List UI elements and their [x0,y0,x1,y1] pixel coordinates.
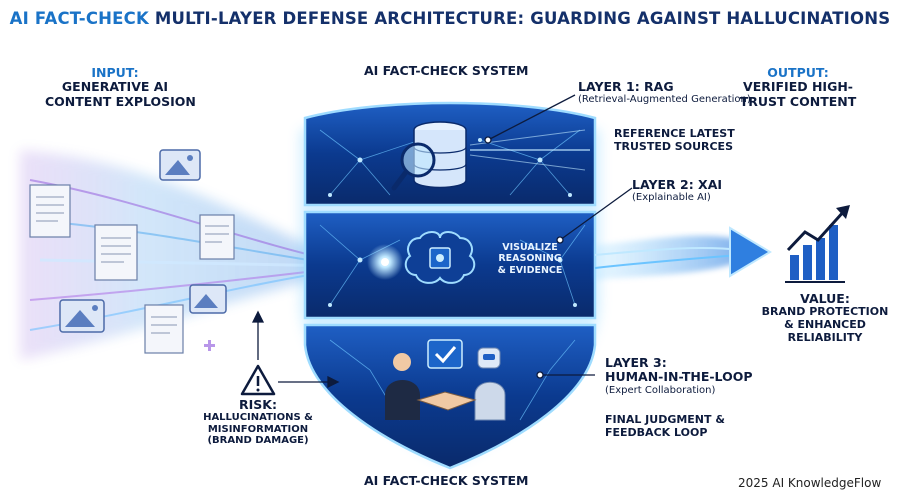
risk-line1: RISK: [239,397,277,412]
layer2-inner-line2: REASONING [498,253,562,265]
page-title-rest: MULTI-LAYER DEFENSE ARCHITECTURE: GUARDI… [148,9,891,28]
layer2-inner-text: VISUALIZE REASONING & EVIDENCE [490,242,570,276]
layer2-xai-panel [303,210,597,320]
layer1-subtitle: (Retrieval-Augmented Generation) [578,94,751,106]
output-line2: VERIFIED HIGH- [743,79,853,95]
layer2-label: LAYER 2: XAI (Explainable AI) [632,177,723,204]
layer2-inner-line3: & EVIDENCE [497,264,563,276]
risk-line4: (BRAND DAMAGE) [207,435,309,447]
input-line3: CONTENT EXPLOSION [45,93,196,109]
system-label-top: AI FACT-CHECK SYSTEM [364,63,529,78]
page-title: AI FACT-CHECK MULTI-LAYER DEFENSE ARCHIT… [0,9,900,29]
document-icon [144,304,184,354]
value-line3: & ENHANCED [784,318,866,332]
value-line2: BRAND PROTECTION [761,305,889,319]
checkmark-icon [427,339,463,369]
value-line1: VALUE: [800,291,850,306]
document-icon [29,184,71,238]
document-icon [94,224,138,281]
warning-icon [240,364,276,396]
growth-chart-icon [785,205,850,283]
layer1-note-line2: TRUSTED SOURCES [614,139,733,153]
system-label-bottom: AI FACT-CHECK SYSTEM [364,473,529,488]
brain-chip-icon [404,231,476,284]
layer3-note-line2: FEEDBACK LOOP [605,425,708,439]
person-icon [385,353,420,420]
risk-line3: MISINFORMATION [207,423,309,435]
image-icon [159,149,201,181]
layer2-inner-line1: VISUALIZE [502,242,558,253]
layer3-title-line1: LAYER 3: [605,355,667,370]
output-line3: TRUST CONTENT [739,93,857,109]
image-icon [189,284,227,314]
input-line2: GENERATIVE AI [61,79,169,95]
document-icon [199,214,235,260]
layer3-subtitle: (Expert Collaboration) [605,384,716,396]
layer1-note: REFERENCE LATEST TRUSTED SOURCES [614,127,735,153]
layer1-title: LAYER 1: RAG [578,79,674,94]
callout-lines [251,94,633,389]
robot-icon [474,347,506,421]
value-label: VALUE: BRAND PROTECTION & ENHANCED RELIA… [760,291,890,344]
layer3-human-in-the-loop-panel [303,323,597,470]
arrow-right-icon [729,226,772,278]
output-label: OUTPUT: VERIFIED HIGH- TRUST CONTENT [708,65,888,109]
layer3-title-line2: HUMAN-IN-THE-LOOP [605,369,753,385]
image-icon [59,299,105,333]
page-title-accent: AI FACT-CHECK [9,9,149,28]
output-data-stream [594,235,741,280]
layer3-label: LAYER 3: HUMAN-IN-THE-LOOP (Expert Colla… [605,355,753,396]
risk-line2: HALLUCINATIONS & [203,412,313,424]
value-line4: RELIABILITY [787,330,863,344]
input-line1: INPUT: [91,65,139,80]
layer2-title: LAYER 2: XAI [632,177,723,192]
handshake-icon [416,391,477,411]
brand-credit: 2025 AI KnowledgeFlow [738,476,882,490]
layer1-rag-panel [303,101,597,207]
risk-label: RISK: HALLUCINATIONS & MISINFORMATION (B… [183,397,333,447]
magnifier-icon [391,142,436,191]
layer3-note: FINAL JUDGMENT & FEEDBACK LOOP [605,413,725,439]
output-line1: OUTPUT: [767,65,829,80]
input-label: INPUT: GENERATIVE AI CONTENT EXPLOSION [45,65,196,109]
layer1-label: LAYER 1: RAG (Retrieval-Augmented Genera… [578,79,751,106]
layer1-note-line1: REFERENCE LATEST [614,127,735,140]
layer2-subtitle: (Explainable AI) [632,192,711,204]
layer3-note-line1: FINAL JUDGMENT & [605,413,725,426]
